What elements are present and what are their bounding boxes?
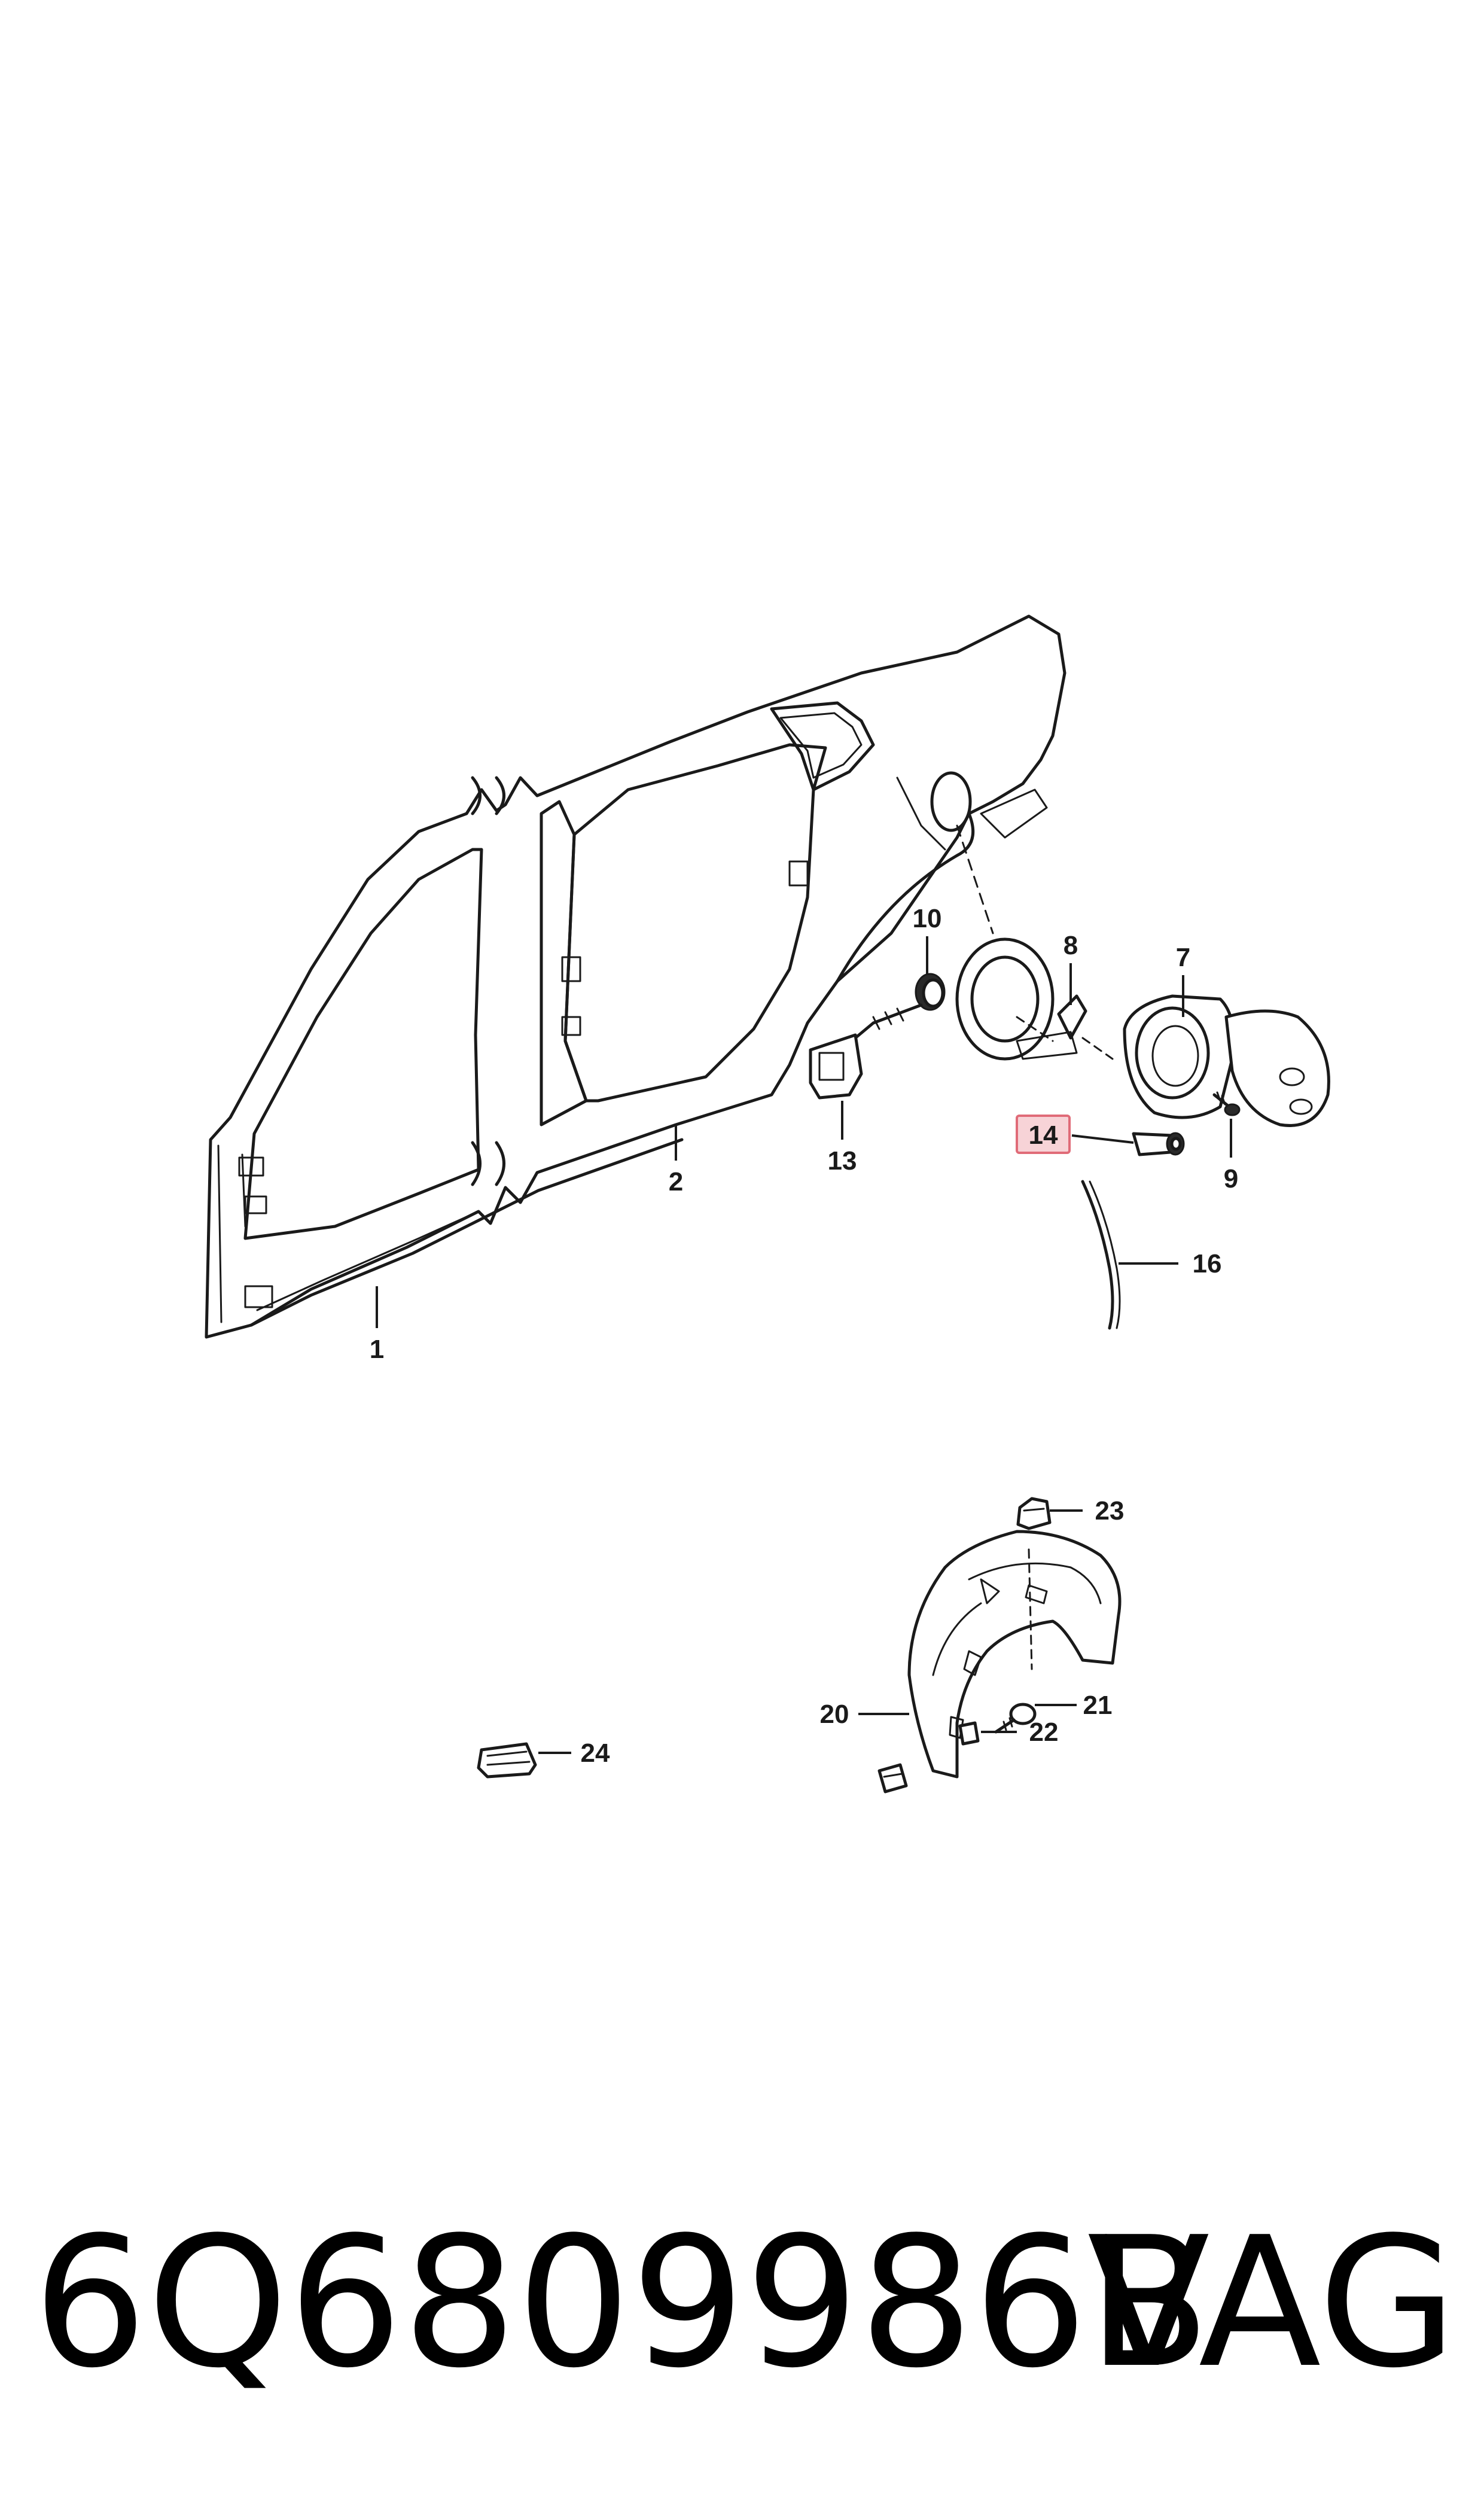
clip-bottom xyxy=(877,1763,908,1794)
cable-actuator xyxy=(809,1003,923,1100)
leader-lines xyxy=(376,936,1232,1754)
callout-2: 2 xyxy=(669,1167,683,1196)
callout-1: 1 xyxy=(370,1335,384,1364)
clip-part-22 xyxy=(958,1721,980,1746)
grommet-part xyxy=(915,973,946,1011)
part-number: 6Q6809986B xyxy=(33,2199,1211,2407)
housing-gasket xyxy=(955,937,1055,1061)
callout-10: 10 xyxy=(913,904,942,933)
actuator-part-14 xyxy=(1132,1132,1185,1156)
screw-part-21 xyxy=(994,1703,1037,1734)
highlight-box-14 xyxy=(1016,1115,1071,1154)
callout-24: 24 xyxy=(581,1738,610,1768)
callout-14: 14 xyxy=(1029,1121,1058,1150)
clip-part-23 xyxy=(1016,1497,1052,1530)
brand-name: VAG xyxy=(1087,2199,1457,2407)
callout-23: 23 xyxy=(1095,1496,1125,1526)
screw-part-9 xyxy=(1212,1091,1241,1116)
side-panel-frame xyxy=(205,614,1066,1339)
callout-9: 9 xyxy=(1224,1164,1238,1193)
callout-13: 13 xyxy=(828,1146,857,1176)
callout-21: 21 xyxy=(1083,1691,1113,1720)
wheel-housing-liner xyxy=(907,1530,1122,1779)
callout-labels: 1 2 7 8 9 10 13 14 16 20 21 22 23 24 xyxy=(370,904,1238,1768)
callout-8: 8 xyxy=(1064,931,1078,960)
callout-16: 16 xyxy=(1193,1249,1222,1278)
hose-part-16 xyxy=(1081,1180,1121,1330)
callout-20: 20 xyxy=(820,1700,849,1729)
callout-7: 7 xyxy=(1176,943,1190,972)
callout-22: 22 xyxy=(1029,1718,1059,1747)
fuel-flap-housing xyxy=(1123,994,1330,1127)
clip-part-24 xyxy=(477,1742,537,1779)
